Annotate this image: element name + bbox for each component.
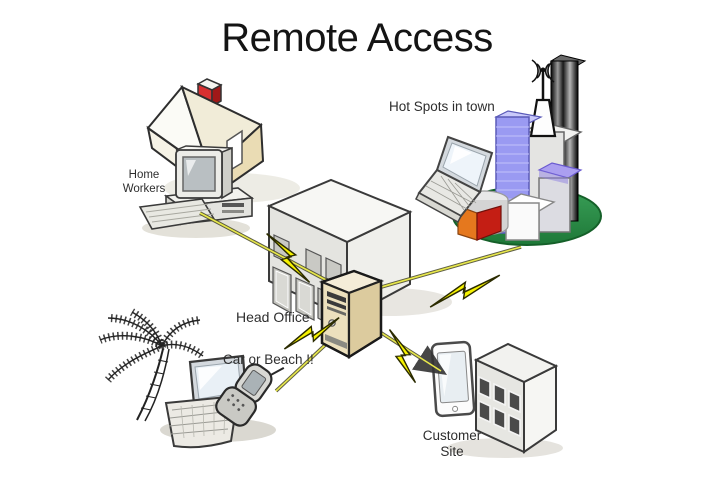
hotspots-city-icon bbox=[415, 54, 602, 246]
customer-window bbox=[508, 389, 521, 414]
label-head-office: Head Office bbox=[236, 309, 310, 325]
red-wedge bbox=[476, 205, 502, 241]
label-home-line2: Workers bbox=[122, 182, 166, 195]
customer-building-icon bbox=[473, 342, 559, 454]
label-home-line1: Home bbox=[128, 169, 160, 181]
label-hotspots: Hot Spots in town bbox=[389, 99, 495, 114]
tablet-icon bbox=[430, 340, 476, 418]
label-customer-line2: Site bbox=[440, 444, 464, 459]
slide-title: Remote Access bbox=[221, 16, 493, 60]
label-customer-line1: Customer bbox=[422, 428, 482, 443]
customer-window bbox=[493, 406, 506, 431]
bolt-customer bbox=[375, 328, 430, 384]
palm-tree-icon bbox=[98, 308, 206, 422]
beach-group bbox=[98, 308, 285, 449]
head-office-server-icon bbox=[318, 269, 385, 359]
customer-window bbox=[478, 399, 491, 424]
antenna-icon bbox=[529, 59, 557, 138]
flip-phone-icon bbox=[215, 363, 285, 427]
home-computer-icon bbox=[138, 145, 255, 238]
label-car-or-beach: Car or Beach !! bbox=[223, 352, 314, 367]
customer-window bbox=[508, 413, 521, 438]
label-customer-site: Customer Site bbox=[417, 428, 487, 460]
customer-window bbox=[493, 382, 506, 407]
label-home-workers: Home Workers bbox=[110, 169, 178, 196]
white-cube-building bbox=[505, 202, 540, 241]
customer-window bbox=[478, 375, 491, 400]
city-laptop-icon bbox=[415, 135, 494, 224]
